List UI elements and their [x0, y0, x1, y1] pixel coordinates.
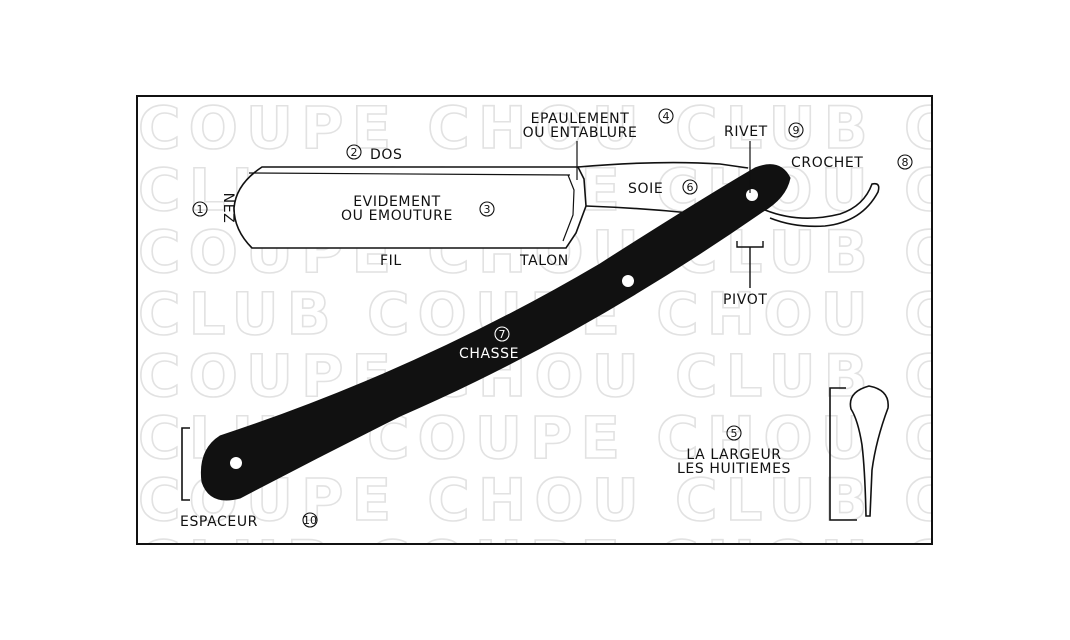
- blade-spine-line: [248, 172, 571, 176]
- number-circle-evidement: 3: [479, 201, 495, 217]
- fil-label: FIL: [380, 253, 402, 269]
- number-circle-nez: 1: [192, 201, 208, 217]
- crochet-hook: [764, 182, 880, 228]
- number-circle-rivet: 9: [788, 122, 804, 138]
- evidement-label-line2: OU EMOUTURE: [341, 208, 453, 224]
- number-circle-chasse: 7: [494, 326, 510, 342]
- number-circle-largeur: 5: [726, 425, 742, 441]
- espaceur-bracket: [181, 427, 190, 501]
- evidement-label-line1: EVIDEMENT: [353, 194, 441, 210]
- middle-pin: [622, 275, 634, 287]
- rivet-number: 9: [793, 124, 800, 137]
- crochet-number: 8: [902, 156, 909, 169]
- soie-label: SOIE: [628, 181, 663, 197]
- chasse-label: CHASSE: [459, 346, 519, 362]
- nez-number: 1: [197, 203, 204, 216]
- blade-cross-section: [849, 385, 889, 517]
- nez-label: NEZ: [220, 193, 236, 224]
- crochet-label: CROCHET: [791, 155, 863, 171]
- pivot-bracket: [736, 241, 764, 288]
- number-circle-epaulement: 4: [658, 108, 674, 124]
- dos-label: DOS: [370, 147, 403, 163]
- espaceur-pin: [230, 457, 242, 469]
- talon-label: TALON: [519, 253, 569, 269]
- largeur-number: 5: [731, 427, 738, 440]
- rivet-label: RIVET: [724, 124, 768, 140]
- largeur-label-line1: LA LARGEUR: [686, 447, 781, 463]
- epaulement-label-line2: OU ENTABLURE: [523, 125, 638, 141]
- largeur-bracket: [829, 387, 857, 521]
- chasse-number: 7: [499, 328, 506, 341]
- tang-outline: [577, 161, 749, 214]
- espaceur-label: ESPACEUR: [180, 514, 258, 530]
- largeur-label-line2: LES HUITIEMES: [677, 461, 791, 477]
- number-circle-espaceur: 10: [302, 512, 318, 528]
- number-circle-soie: 6: [682, 179, 698, 195]
- dos-number: 2: [351, 146, 358, 159]
- pivot-label: PIVOT: [723, 292, 767, 308]
- rivet-pin: [746, 189, 758, 201]
- espaceur-number: 10: [303, 514, 317, 527]
- evidement-number: 3: [484, 203, 491, 216]
- epaulement-label-line1: EPAULEMENT: [531, 111, 630, 127]
- soie-number: 6: [687, 181, 694, 194]
- number-circle-dos: 2: [346, 144, 362, 160]
- epaulement-number: 4: [663, 110, 670, 123]
- number-circle-crochet: 8: [897, 154, 913, 170]
- blade-shoulder-line: [562, 174, 575, 242]
- blade-outline: [233, 166, 587, 249]
